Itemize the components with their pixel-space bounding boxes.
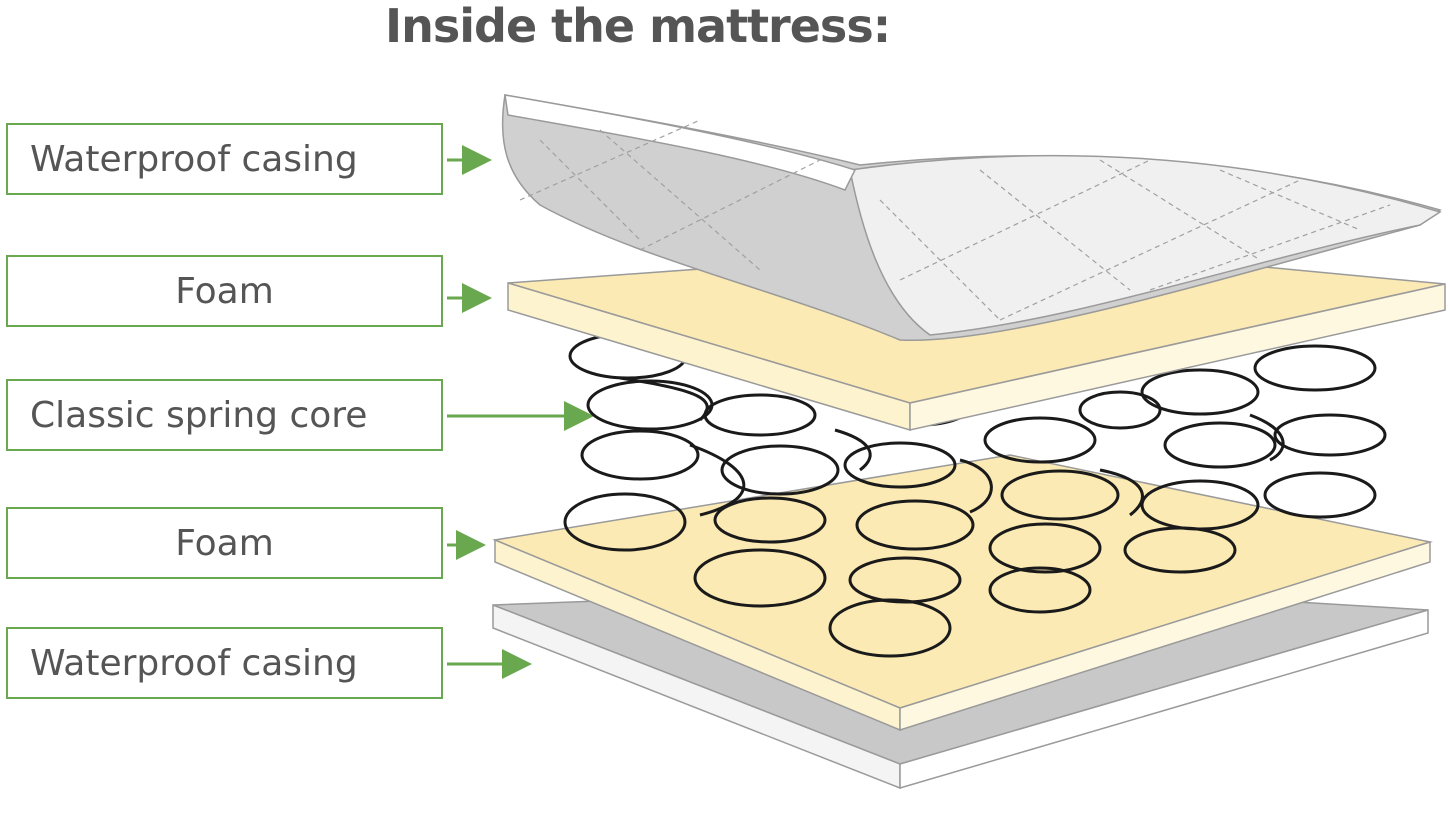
label-waterproof-casing-top: Waterproof casing (6, 123, 443, 195)
label-foam-bottom: Foam (6, 507, 443, 579)
label-foam-top: Foam (6, 255, 443, 327)
label-text: Foam (175, 522, 274, 564)
label-spring-core: Classic spring core (6, 379, 443, 451)
label-text: Waterproof casing (30, 642, 358, 684)
spring-core-icon (563, 332, 1387, 658)
label-text: Foam (175, 270, 274, 312)
label-waterproof-casing-bottom: Waterproof casing (6, 627, 443, 699)
foam-bottom-icon (492, 454, 1433, 732)
waterproof-casing-top-icon (501, 94, 1442, 342)
arrows (447, 145, 594, 679)
label-text: Classic spring core (30, 394, 368, 436)
diagram-title: Inside the mattress: (385, 0, 891, 53)
label-text: Waterproof casing (30, 138, 358, 180)
